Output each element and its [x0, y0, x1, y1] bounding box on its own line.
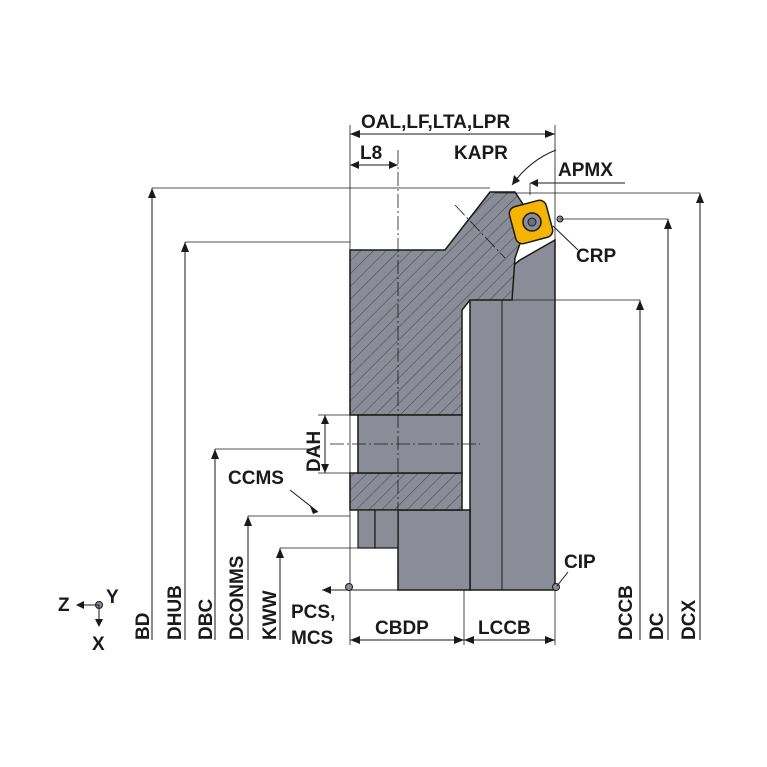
tool-body — [349, 191, 556, 591]
cip-label: CIP — [564, 552, 596, 573]
dc-label: DC — [647, 612, 668, 640]
mcs-label: MCS — [291, 628, 333, 649]
apmx-label: APMX — [558, 160, 613, 181]
dcx-label: DCX — [679, 600, 700, 640]
l8-label: L8 — [360, 143, 382, 164]
dhub-label: DHUB — [165, 585, 186, 640]
axis-z-label: Z — [58, 595, 70, 616]
step-medium — [374, 509, 399, 549]
pcs-label: PCS, — [291, 602, 335, 623]
kapr-label: KAPR — [454, 143, 508, 164]
lccb-label: LCCB — [478, 618, 531, 639]
hatched-section-lower — [349, 472, 463, 511]
bd-label: BD — [133, 613, 154, 640]
hub-block — [397, 509, 471, 591]
axis-x-label: X — [92, 634, 105, 655]
insert — [508, 199, 554, 245]
ccms-label: CCMS — [228, 468, 284, 489]
cbdp-label: CBDP — [375, 618, 429, 639]
oal-label: OAL,LF,LTA,LPR — [361, 112, 510, 133]
dconms-label: DCONMS — [227, 556, 248, 640]
kww-label: KWW — [260, 590, 281, 640]
axis-y-label: Y — [106, 587, 119, 608]
step-small — [357, 509, 376, 549]
dah-label: DAH — [304, 431, 325, 472]
axis-indicator: Z Y X — [58, 587, 119, 655]
crp-label: CRP — [576, 246, 616, 267]
dbc-label: DBC — [196, 599, 217, 640]
dccb-label: DCCB — [616, 585, 637, 640]
